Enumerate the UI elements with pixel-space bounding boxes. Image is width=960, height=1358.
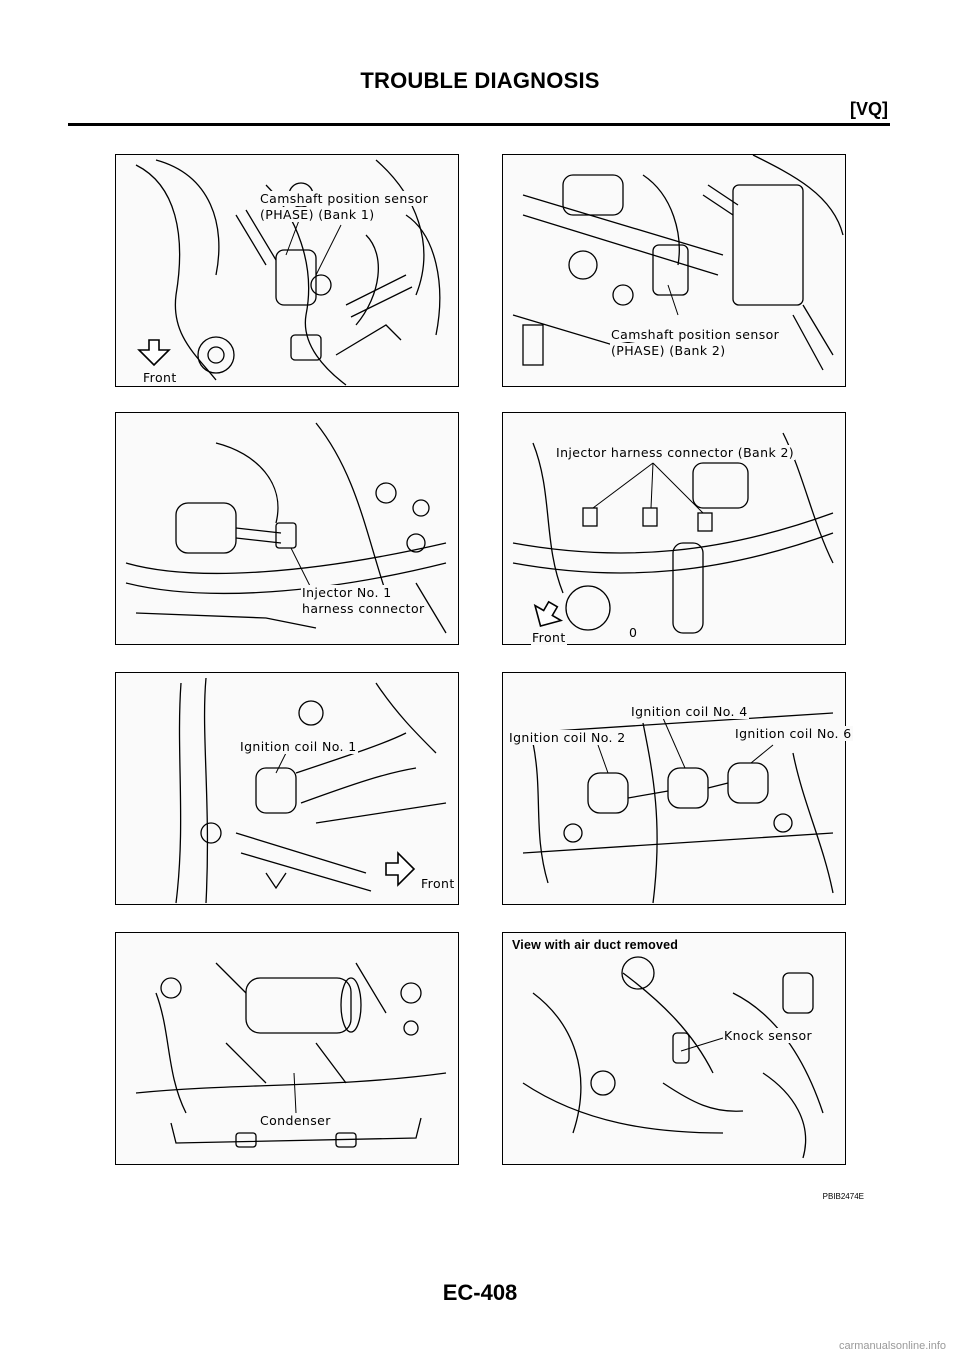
figure-injector-no1: Injector No. 1 harness connector <box>115 412 459 645</box>
label-coil2: Ignition coil No. 2 <box>508 730 627 745</box>
label-front: Front <box>420 876 456 891</box>
label-knock-sensor: Knock sensor <box>723 1028 814 1043</box>
header-rule <box>68 123 890 126</box>
page-title: TROUBLE DIAGNOSIS <box>360 68 600 93</box>
page-number: EC-408 <box>442 1280 518 1305</box>
engine-sketch <box>175 677 447 904</box>
figure-knock-sensor: View with air duct removed Knock sensor <box>502 932 846 1165</box>
label-view-title: View with air duct removed <box>511 938 680 953</box>
label-coil6: Ignition coil No. 6 <box>734 726 853 741</box>
figure-ignition-coil-no1: Ignition coil No. 1 Front <box>115 672 459 905</box>
label-coil1: Ignition coil No. 1 <box>239 739 358 754</box>
label-injector-bank2: Injector harness connector (Bank 2) <box>555 445 796 460</box>
label-injector1-line1: Injector No. 1 <box>301 585 393 600</box>
label-coil4: Ignition coil No. 4 <box>630 704 749 719</box>
label-front: Front <box>531 630 567 645</box>
label-condenser: Condenser <box>259 1113 332 1128</box>
front-arrow-icon <box>137 339 171 367</box>
label-cmp-bank2-line2: (PHASE) (Bank 2) <box>610 343 727 358</box>
label-cmp-bank2-line1: Camshaft position sensor <box>610 327 781 342</box>
label-mark: 0 <box>628 625 639 640</box>
figure-injector-connector-bank2: Injector harness connector (Bank 2) Fron… <box>502 412 846 645</box>
engine-sketch <box>512 432 834 634</box>
label-front: Front <box>142 370 178 385</box>
engine-sketch <box>135 159 441 386</box>
engine-sketch <box>522 956 824 1159</box>
label-cmp-bank1-line1: Camshaft position sensor <box>259 191 430 206</box>
front-arrow-icon <box>533 600 564 627</box>
figure-camshaft-sensor-bank2: Camshaft position sensor (PHASE) (Bank 2… <box>502 154 846 387</box>
figure-camshaft-sensor-bank1: Camshaft position sensor (PHASE) (Bank 1… <box>115 154 459 387</box>
label-injector1-line2: harness connector <box>301 601 426 616</box>
watermark: carmanualsonline.info <box>838 1340 946 1352</box>
figure-code: PBIB2474E <box>822 1192 864 1201</box>
front-arrow-icon <box>385 851 416 887</box>
engine-sketch <box>135 962 447 1148</box>
engine-sketch <box>125 422 447 634</box>
figure-condenser: Condenser <box>115 932 459 1165</box>
section-tag: [VQ] <box>850 99 888 119</box>
engine-sketch <box>522 712 834 904</box>
label-cmp-bank1-line2: (PHASE) (Bank 1) <box>259 207 376 222</box>
figure-ignition-coils-246: Ignition coil No. 2 Ignition coil No. 4 … <box>502 672 853 905</box>
